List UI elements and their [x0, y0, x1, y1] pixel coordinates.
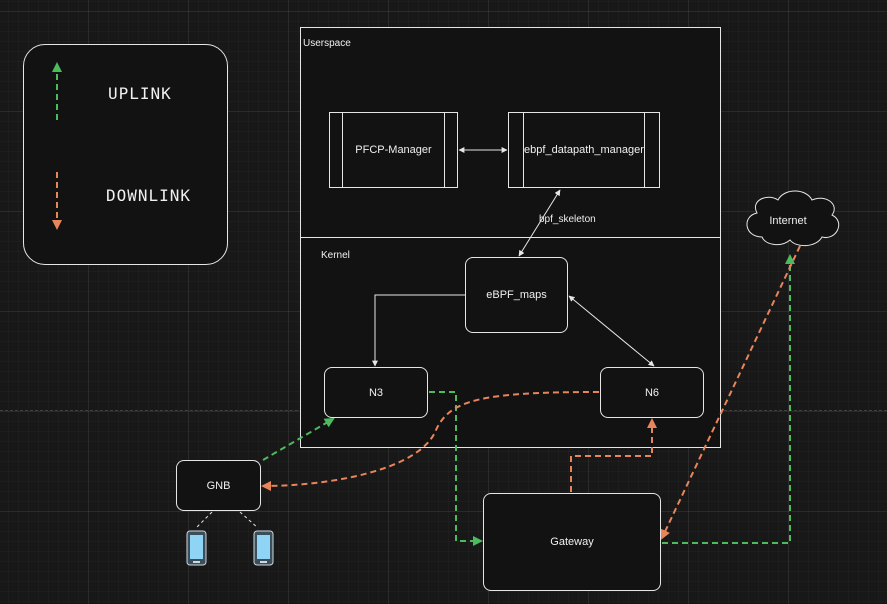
n6-label: N6: [644, 386, 660, 399]
ebpf-maps-label: eBPF_maps: [486, 289, 547, 301]
n6-node[interactable]: N6: [600, 367, 704, 418]
cloud-icon: [746, 190, 840, 247]
ebpf-maps-node[interactable]: eBPF_maps: [465, 257, 568, 333]
userspace-label: Userspace: [303, 38, 351, 49]
downlink-internet-to-gateway: [660, 245, 801, 540]
legend-downlink-label: DOWNLINK: [106, 186, 192, 205]
internet-cloud[interactable]: Internet: [746, 190, 840, 247]
legend-uplink-label: UPLINK: [108, 84, 172, 103]
gateway-label: Gateway: [550, 536, 594, 548]
process-bar-right: [644, 113, 645, 187]
gnb-phone-link-left: [195, 511, 213, 529]
process-bar-right: [444, 113, 445, 187]
uplink-gnb-to-n3: [262, 417, 335, 461]
gnb-node[interactable]: GNB: [176, 460, 261, 511]
pfcp-manager-label: PFCP-Manager: [355, 144, 432, 156]
ebpf-datapath-manager-label: ebpf_datapath_manager: [524, 144, 644, 156]
bpf-skeleton-edge: [518, 189, 561, 257]
maps-to-n6-edge: [568, 295, 655, 367]
process-bar-left: [523, 113, 524, 187]
pfcp-manager-process[interactable]: PFCP-Manager: [329, 112, 458, 188]
n3-node[interactable]: N3: [324, 367, 428, 418]
uplink-n3-to-gateway: [429, 391, 483, 546]
maps-to-n3-edge: [372, 294, 465, 367]
n3-label: N3: [368, 386, 384, 399]
phone-icon: [186, 530, 207, 566]
downlink-n6-to-gnb: [261, 391, 600, 491]
gnb-phone-link-right: [239, 511, 259, 529]
gnb-label: GNB: [206, 479, 231, 492]
ebpf-datapath-manager-process[interactable]: ebpf_datapath_manager: [508, 112, 660, 188]
kernel-label: Kernel: [321, 250, 350, 261]
internet-label: Internet: [769, 215, 806, 227]
process-bar-left: [342, 113, 343, 187]
uplink-gateway-to-internet: [662, 254, 795, 544]
userspace-kernel-divider: [300, 237, 721, 238]
bpf-skeleton-label: bpf_skeleton: [538, 214, 597, 225]
gateway-node[interactable]: Gateway: [483, 493, 661, 591]
downlink-gateway-to-n6: [570, 418, 657, 492]
phone-icon: [253, 530, 274, 566]
